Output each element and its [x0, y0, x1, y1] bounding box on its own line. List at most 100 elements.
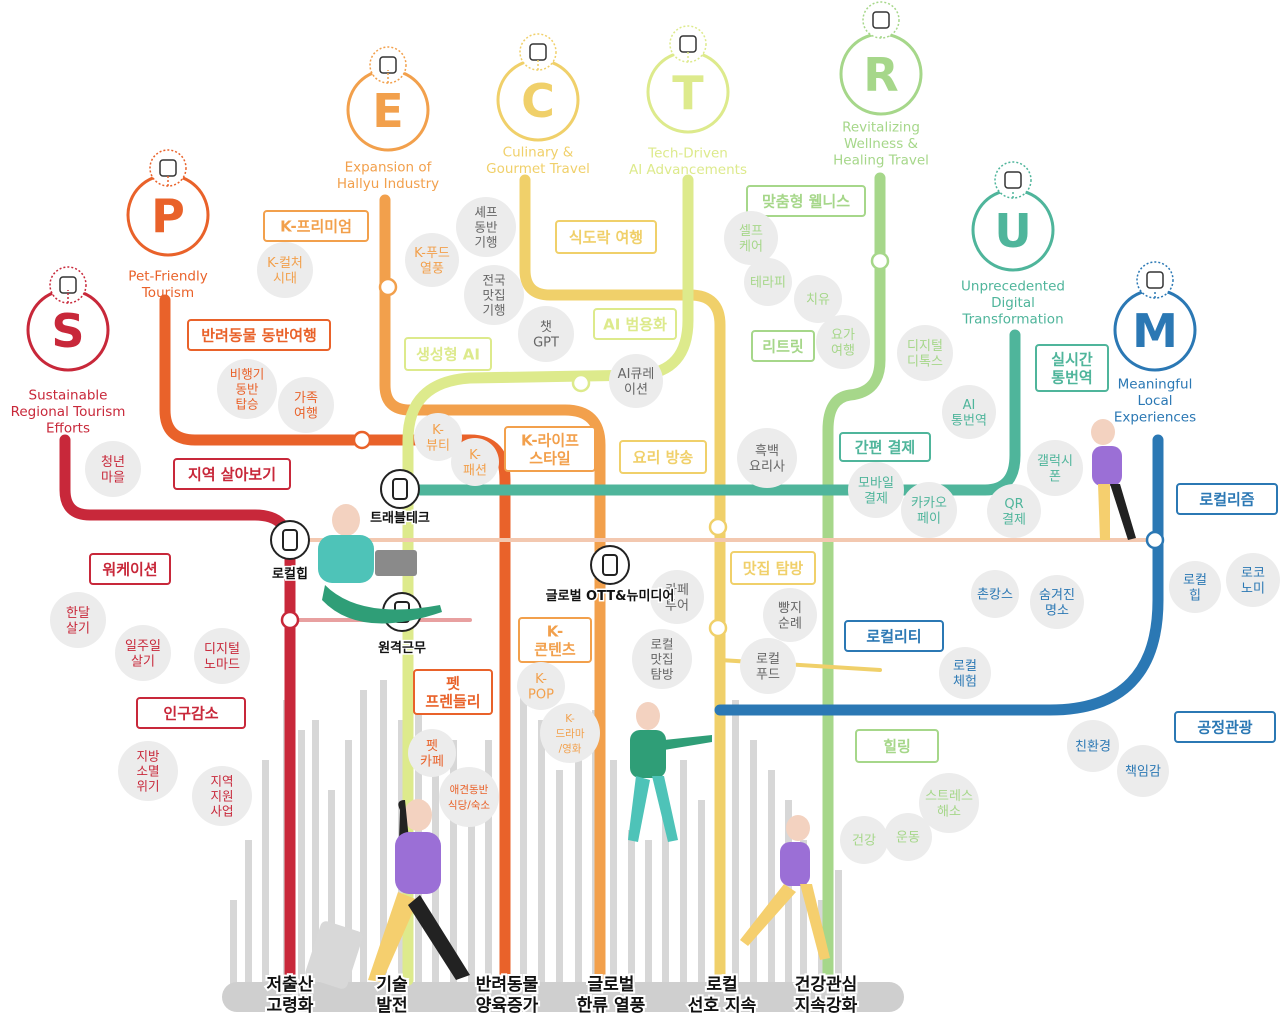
check-dot-E [378, 277, 398, 297]
keyword-frame [504, 426, 596, 472]
background-bar [312, 720, 319, 985]
bubble-circle [85, 441, 141, 497]
bubble-circle [763, 588, 817, 642]
background-bar [768, 770, 775, 985]
label-text: 워케이션 [102, 560, 157, 578]
tv-play-icon [590, 545, 630, 585]
keyword-box: 맞춤형 웰니스 [746, 185, 866, 217]
bubble-tag: 책임감 [1117, 745, 1169, 797]
category-letter: U [994, 204, 1031, 258]
label-text: K-뷰티 [426, 423, 450, 454]
bubble-circle [518, 306, 574, 362]
station-label: 원격근무 [378, 641, 426, 656]
label-text: 지역 살아보기 [188, 465, 276, 483]
category-letter: C [521, 74, 555, 128]
bubble-circle [414, 413, 462, 461]
background-bar [835, 870, 842, 985]
pet-bag-icon [149, 149, 187, 187]
background-bar [262, 760, 269, 985]
label-text: 간편 결제 [855, 438, 915, 456]
label-text: 요리 방송 [633, 448, 694, 466]
keyword-box: 인구감소 [136, 697, 246, 729]
label-text: AI 범용화 [603, 315, 667, 333]
station-label: 로컬힙 [272, 566, 308, 582]
rock-hand-icon [369, 46, 407, 84]
bubble-circle [840, 816, 888, 864]
category-letter: T [672, 66, 704, 120]
bubble-tag: K-드라마/영화 [540, 703, 600, 763]
keyword-frame [855, 729, 939, 763]
check-dot-C2 [708, 618, 728, 638]
background-bar [245, 840, 252, 985]
keyword-box: 리트릿 [751, 330, 815, 362]
label-text: K-프리미엄 [280, 217, 352, 235]
station-label: 트래블테크 [370, 511, 430, 526]
mountain-card-icon [1136, 261, 1174, 299]
background-bar [380, 680, 387, 985]
bubble-circle [451, 438, 499, 486]
bubble-circle [257, 242, 313, 298]
category-letter: M [1132, 304, 1178, 358]
keyword-frame [173, 458, 291, 490]
background-bar [345, 740, 352, 985]
bubble-circle [456, 197, 516, 257]
keyword-box: 로컬리즘 [1176, 483, 1278, 515]
background-bar [520, 690, 527, 985]
label-text: 생성형 AI [416, 345, 480, 363]
bubble-circle [942, 385, 996, 439]
keyword-frame [413, 669, 493, 715]
keyword-frame [844, 620, 944, 652]
check-dot-S [280, 610, 300, 630]
bubble-circle [919, 773, 979, 833]
bubble-circle [744, 258, 792, 306]
bubble-circle [609, 354, 663, 408]
keyword-box: 워케이션 [89, 553, 171, 585]
globe-hand-icon [994, 161, 1032, 199]
keyword-box: 공정관광 [1174, 711, 1276, 743]
bubble-tag: 테라피 [744, 258, 792, 306]
background-bar [610, 760, 617, 985]
label-text: 로컬리즘 [1199, 490, 1254, 508]
bubble-circle [1169, 561, 1221, 613]
bubble-circle [632, 629, 692, 689]
check-dots [280, 251, 1165, 638]
keyword-box: K-콘텐츠 [518, 617, 592, 663]
